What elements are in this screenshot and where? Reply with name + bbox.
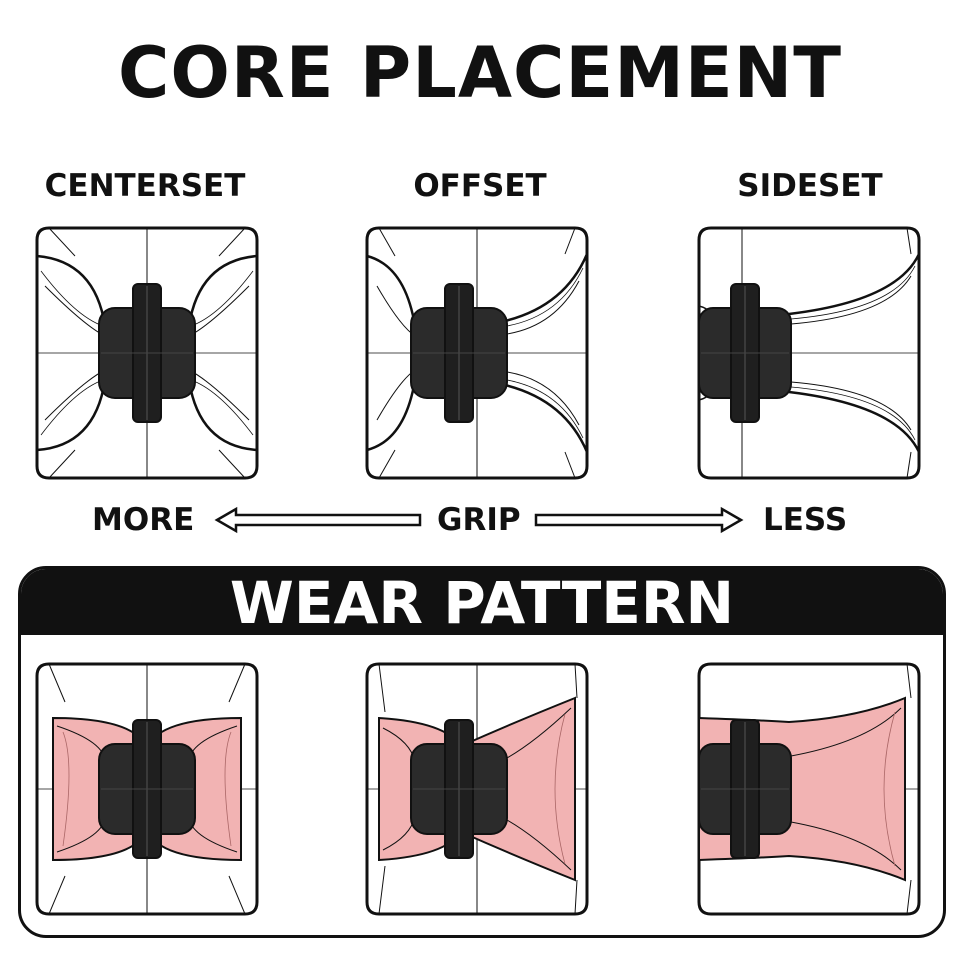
label-offset: OFFSET <box>413 168 547 204</box>
wear-pattern-title: WEAR PATTERN <box>229 569 735 637</box>
core-wear-sideset <box>698 719 792 859</box>
core-sideset <box>698 283 792 423</box>
core-wear-offset <box>410 719 508 859</box>
core-wear-centerset <box>98 719 196 859</box>
wear-pattern-header <box>21 569 943 635</box>
label-centerset: CENTERSET <box>44 168 246 204</box>
wear-offset-diagram <box>365 662 589 916</box>
wear-sideset-diagram <box>697 662 921 916</box>
arrow-right-icon <box>534 506 744 534</box>
wear-centerset-diagram <box>35 662 259 916</box>
grip-label: GRIP <box>437 502 521 538</box>
wheel-offset-diagram <box>365 226 589 480</box>
wheel-centerset-diagram <box>35 226 259 480</box>
arrow-left-icon <box>214 506 422 534</box>
page-title: CORE PLACEMENT <box>117 32 843 114</box>
grip-less-label: LESS <box>763 502 848 538</box>
grip-more-label: MORE <box>92 502 195 538</box>
core-offset <box>410 283 508 423</box>
wheel-sideset-diagram <box>697 226 921 480</box>
label-sideset: SIDESET <box>737 168 883 204</box>
core-centerset <box>98 283 196 423</box>
